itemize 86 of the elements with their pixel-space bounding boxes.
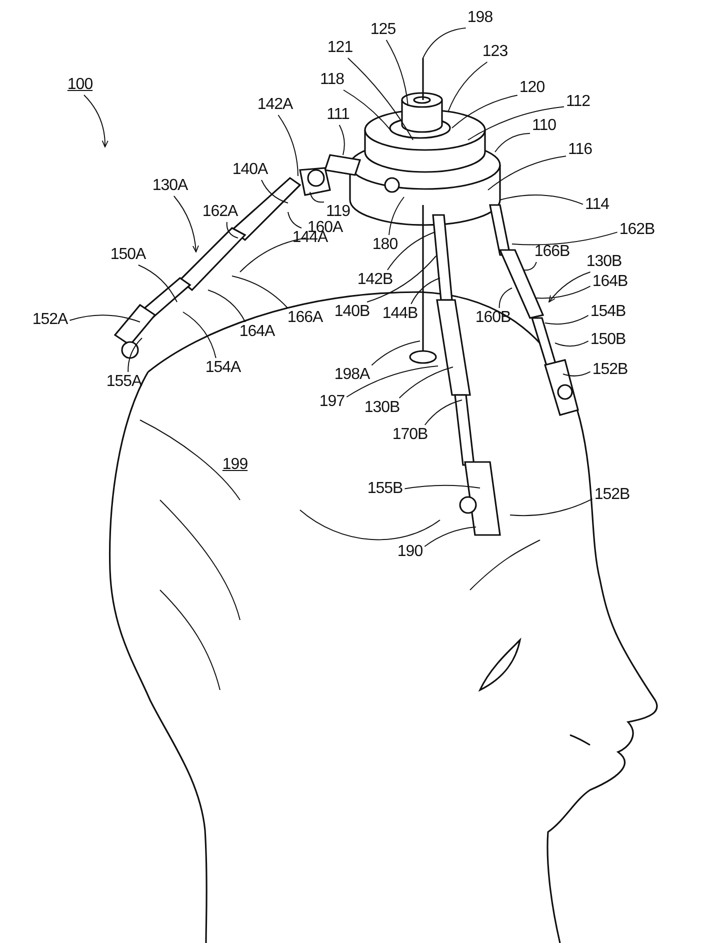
callout-number: 166A	[287, 309, 323, 327]
leader-line	[388, 196, 404, 236]
callout-number: 198	[467, 9, 493, 27]
callout-number: 155B	[367, 480, 403, 498]
leader-line	[404, 484, 480, 490]
callout-number: 162A	[202, 203, 238, 221]
leader-line	[424, 400, 462, 426]
leader-line	[69, 314, 140, 322]
callout-number: 150A	[110, 246, 146, 264]
callout-number: 164A	[239, 323, 275, 341]
leader-line	[288, 212, 302, 228]
leader-line	[534, 286, 591, 299]
callout-number: 152B	[594, 486, 630, 504]
callout-number: 164B	[592, 273, 628, 291]
leader-line	[468, 106, 564, 140]
leader-line	[232, 276, 288, 308]
leader-line	[371, 340, 420, 366]
leader-line	[562, 371, 591, 376]
leader-line	[338, 124, 345, 156]
leader-line	[424, 526, 476, 547]
callout-number: 112	[566, 93, 590, 111]
callout-number: 111	[326, 106, 350, 124]
callout-number: 130B	[364, 399, 400, 417]
callout-number: 118	[320, 71, 344, 89]
callout-number: 198A	[334, 366, 370, 384]
leader-line	[346, 366, 438, 398]
leader-line	[500, 194, 584, 205]
leader-line	[554, 340, 589, 347]
callout-number: 190	[397, 543, 423, 561]
callout-number: 166B	[534, 243, 570, 261]
callout-number: 144B	[382, 305, 418, 323]
callout-number: 110	[532, 117, 556, 135]
callout-number: 116	[568, 141, 592, 159]
arrow	[173, 196, 199, 252]
leader-line	[226, 222, 238, 238]
callout-number: 140A	[232, 161, 268, 179]
callout-number: 162B	[619, 221, 655, 239]
callout-number: 100	[67, 76, 93, 94]
callout-number: 150B	[590, 331, 626, 349]
leader-line	[510, 498, 593, 516]
callout-number: 152A	[32, 311, 68, 329]
leader-line	[398, 366, 454, 398]
arrow	[84, 94, 108, 148]
leader-line	[343, 90, 392, 132]
callout-number: 123	[482, 43, 508, 61]
leader-line	[448, 62, 488, 112]
leader-line	[208, 290, 246, 322]
arrow	[548, 272, 591, 302]
leader-line	[512, 232, 618, 246]
leader-line	[128, 338, 142, 372]
callout-number: 130A	[152, 177, 188, 195]
callout-number: 155A	[106, 373, 142, 391]
leader-line	[182, 312, 216, 358]
callout-number: 114	[585, 196, 609, 214]
leader-line	[422, 28, 466, 58]
callout-number: 121	[327, 39, 353, 57]
callout-number: 154A	[205, 359, 241, 377]
callout-number: 154B	[590, 303, 626, 321]
leader-line	[347, 58, 414, 140]
leader-line	[494, 132, 530, 152]
leader-line	[387, 232, 436, 270]
leader-line	[310, 192, 324, 203]
callout-number: 199	[222, 456, 248, 474]
callout-number: 142B	[357, 271, 393, 289]
callout-number: 140B	[334, 303, 370, 321]
leader-line	[524, 262, 537, 271]
leader-line	[138, 264, 178, 302]
leader-line	[498, 288, 512, 308]
callout-number: 180	[372, 236, 398, 254]
leader-line	[386, 40, 408, 106]
callout-number: 170B	[392, 426, 428, 444]
callout-number: 142A	[257, 96, 293, 114]
callout-number: 120	[519, 79, 545, 97]
leader-line	[278, 114, 298, 176]
callout-number: 152B	[592, 361, 628, 379]
leader-line	[544, 314, 589, 325]
callout-number: 125	[370, 21, 396, 39]
leader-line	[366, 256, 436, 302]
leader-line	[452, 94, 518, 128]
callout-number: 197	[319, 393, 345, 411]
leader-line	[261, 180, 288, 204]
callout-number: 130B	[586, 253, 622, 271]
callout-number: 119	[326, 203, 350, 221]
leader-line	[410, 278, 440, 304]
leader-line	[488, 156, 566, 190]
leader-line	[240, 238, 306, 272]
